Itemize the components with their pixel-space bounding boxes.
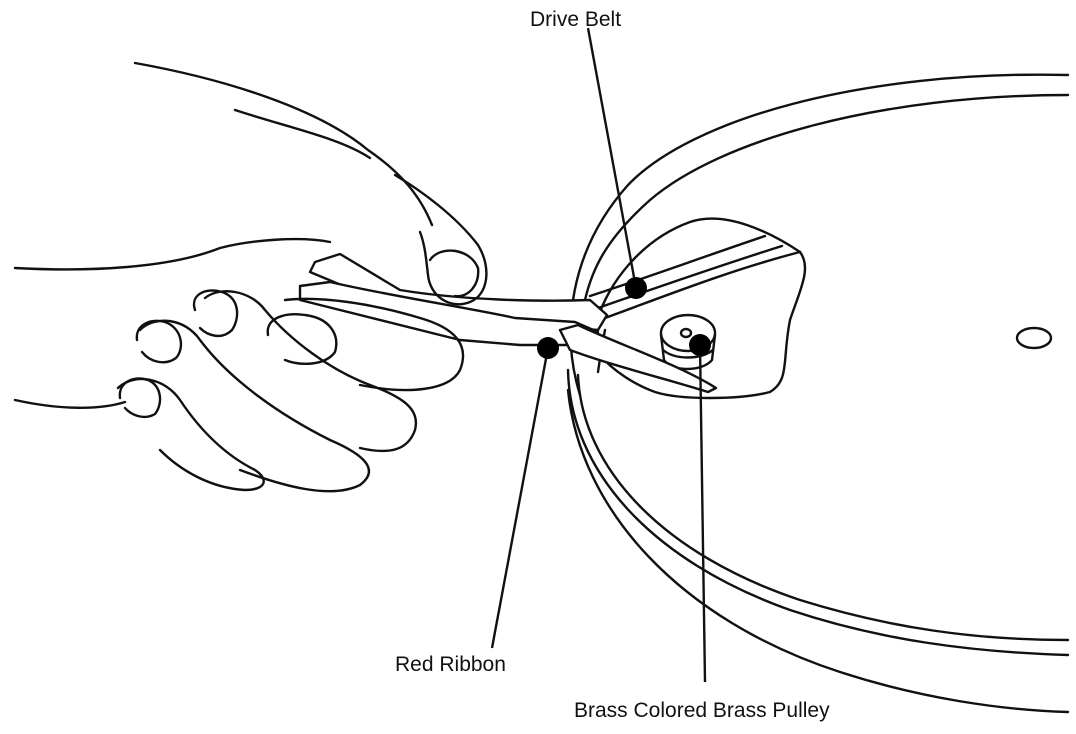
middle-finger [203, 290, 418, 453]
pulley-groove [661, 348, 715, 359]
platter-lower-rim-3 [566, 388, 1070, 714]
pulley-hole [679, 327, 693, 339]
red-ribbon-dot [537, 337, 559, 359]
brass-pulley-label: Brass Colored Brass Pulley [574, 699, 830, 722]
little-fingernail [118, 377, 162, 419]
red-ribbon-leader [490, 347, 550, 649]
drive-belt-mid [596, 244, 784, 310]
index-fingernail [428, 249, 480, 298]
drive-belt-lower [603, 250, 802, 320]
ring-finger [138, 319, 371, 493]
drive-belt-leader [586, 27, 638, 289]
little-finger [116, 377, 265, 492]
brass-pulley-leader [698, 344, 707, 683]
drive-belt-label: Drive Belt [530, 8, 621, 31]
palm-lower [13, 398, 127, 409]
platter-lower-rim-1 [566, 368, 1070, 657]
platter-lower-rim-2 [576, 373, 1070, 642]
drive-belt-dot [625, 277, 647, 299]
hand [13, 61, 488, 493]
hand-back-crease [233, 108, 372, 160]
turntable-platter [566, 73, 1070, 714]
ring-fingernail [135, 319, 183, 364]
pulley-body [659, 333, 717, 371]
hand-top-outline [133, 61, 434, 227]
thumb-outline [283, 297, 465, 392]
platter-inner-rim [583, 93, 1070, 302]
middle-fingernail [192, 289, 239, 338]
wrist-upper [13, 237, 332, 271]
motor-cutout [596, 217, 807, 400]
callouts: Drive Belt Red Ribbon Brass Colored Bras… [395, 8, 830, 722]
motor-assembly [588, 217, 807, 400]
drive-belt-upper [588, 234, 767, 298]
spindle-hole [1015, 326, 1053, 350]
red-ribbon-and-tool [298, 252, 718, 394]
red-ribbon-label: Red Ribbon [395, 653, 506, 676]
index-finger-outline [393, 173, 488, 306]
thumbnail [266, 313, 338, 365]
brass-pulley-dot [689, 334, 711, 356]
tool-lower-jaw [558, 323, 718, 394]
